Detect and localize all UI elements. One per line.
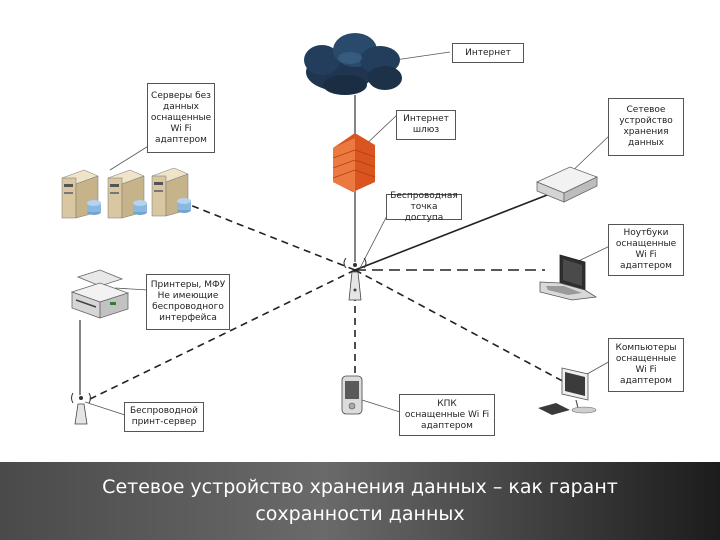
link-storage	[354, 189, 561, 271]
internet-gateway-icon	[332, 133, 376, 192]
label-printers: Принтеры, МФУ Не имеющие беспроводного и…	[146, 274, 230, 330]
access-point-icon	[343, 257, 367, 301]
pda-icon	[341, 375, 363, 415]
link-servers	[189, 204, 356, 271]
print-server-icon	[71, 392, 91, 425]
label-storage: Сетевое устройство хранения данных	[608, 98, 684, 156]
label-internet: Интернет	[452, 43, 524, 63]
printer-icon	[70, 269, 130, 319]
wired-links	[79, 95, 356, 395]
desktop-computer-icon	[538, 367, 597, 415]
label-computers: Компьютеры оснащенные Wi Fi адаптером	[608, 338, 684, 392]
label-gateway: Интернет шлюз	[396, 110, 456, 140]
label-laptops: Ноутбуки оснащенные Wi Fi адаптером	[608, 224, 684, 276]
wireless-links	[87, 189, 571, 401]
network-storage-icon	[535, 166, 599, 203]
laptop-icon	[539, 254, 598, 301]
internet-cloud-icon	[304, 33, 402, 95]
servers-icon	[61, 167, 191, 219]
label-servers: Серверы без данных оснащенные Wi Fi адап…	[147, 83, 215, 153]
link-computers	[354, 269, 571, 386]
label-pda: КПК оснащенные Wi Fi адаптером	[399, 394, 495, 436]
slide-caption: Сетевое устройство хранения данных – как…	[0, 462, 720, 540]
link-print-server	[87, 269, 356, 401]
label-access-point: Беспроводная точка доступа	[386, 191, 462, 223]
label-print-server: Беспроводной принт-сервер	[124, 402, 204, 432]
